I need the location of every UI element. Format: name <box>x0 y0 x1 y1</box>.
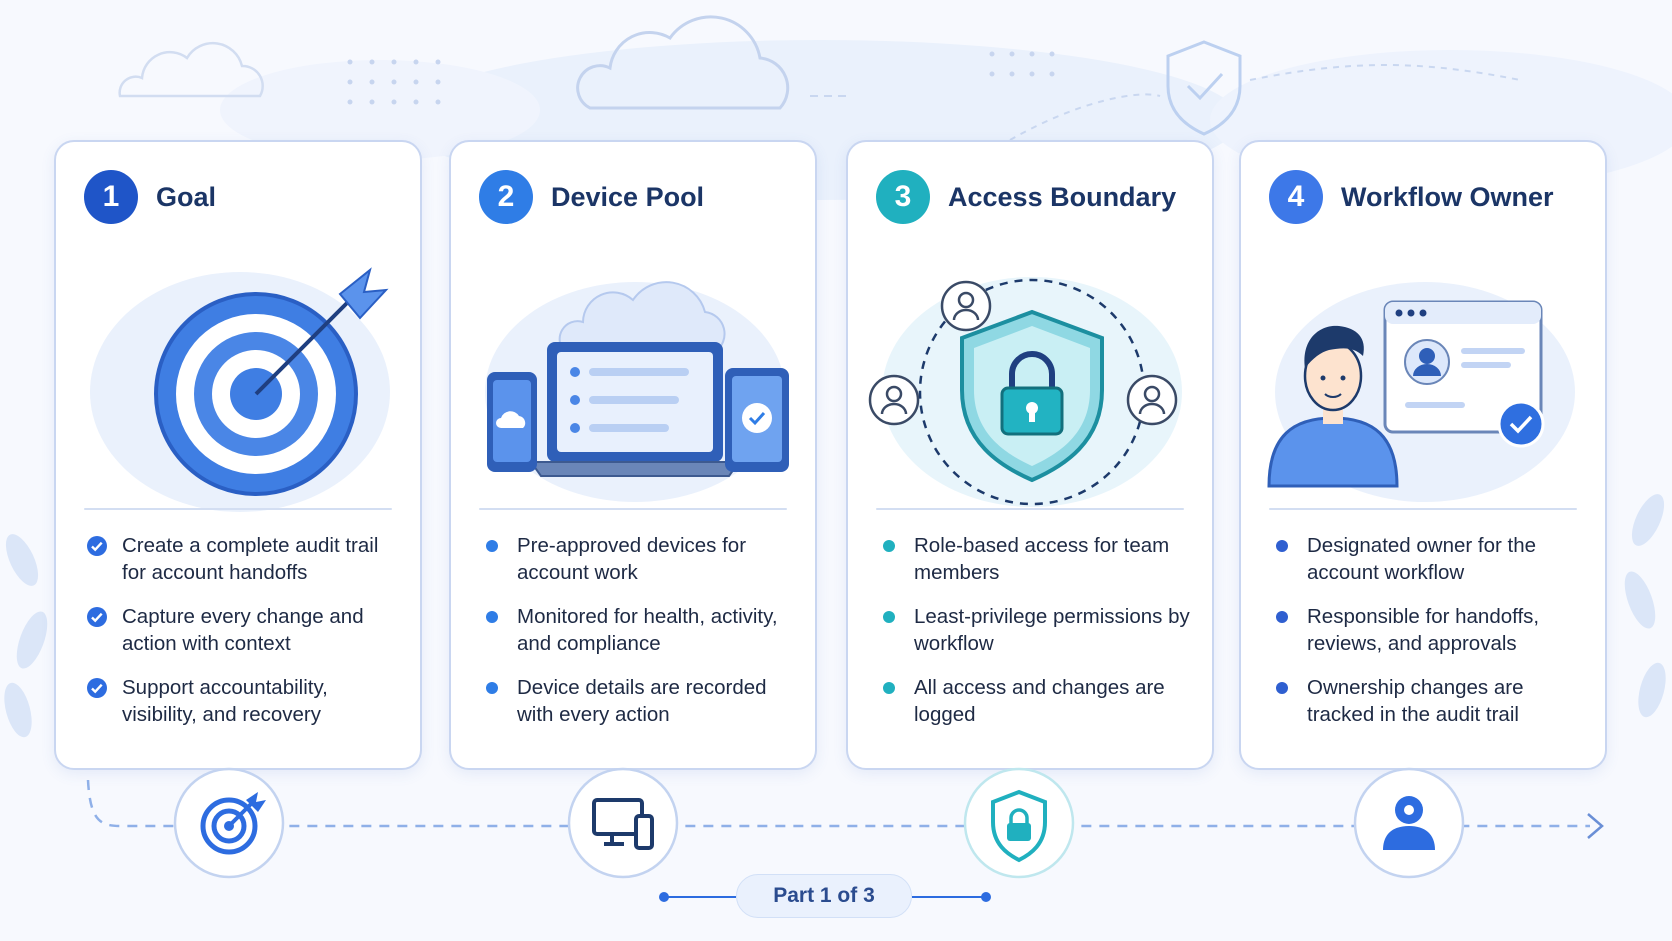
step-card-device-pool: 2 Device Pool Pre-approved devices for a… <box>449 140 817 770</box>
bullet-text: Pre-approved devices for account work <box>517 534 747 584</box>
cloud-icon <box>576 15 790 110</box>
timeline-node-workflow-owner <box>1353 767 1465 879</box>
bullet-dot-icon <box>1271 677 1293 699</box>
check-circle-icon <box>86 606 108 628</box>
target-icon <box>90 267 390 512</box>
devices-icon <box>592 798 654 850</box>
target-icon <box>200 792 266 855</box>
timeline-node-goal <box>173 767 285 879</box>
list-item: Designated owner for the account workflo… <box>1271 532 1591 586</box>
bullet-text: Role-based access for team members <box>914 534 1170 584</box>
user-icon <box>1267 282 1575 502</box>
cloud-icon <box>118 41 264 98</box>
bullet-dot-icon <box>481 535 503 557</box>
bullet-text: Least-privilege permissions by workflow <box>914 605 1190 655</box>
bullet-list: Pre-approved devices for account work Mo… <box>481 532 801 745</box>
step-number-badge: 4 <box>1269 170 1323 224</box>
bullet-text: Responsible for handoffs, reviews, and a… <box>1307 605 1540 655</box>
step-title: Workflow Owner <box>1341 181 1554 212</box>
bullet-dot-icon <box>878 677 900 699</box>
bullet-list: Role-based access for team members Least… <box>878 532 1198 745</box>
step-card-workflow-owner: 4 Workflow Owner Designated owner for th… <box>1239 140 1607 770</box>
list-item: Capture every change and action with con… <box>86 603 406 657</box>
check-circle-icon <box>86 535 108 557</box>
part-indicator-line <box>659 892 991 902</box>
list-item: Responsible for handoffs, reviews, and a… <box>1271 603 1591 657</box>
list-item: Create a complete audit trail for accoun… <box>86 532 406 586</box>
bullet-dot-icon <box>1271 606 1293 628</box>
devices-icon <box>485 281 789 502</box>
list-item: Device details are recorded with every a… <box>481 674 801 728</box>
bullet-dot-icon <box>1271 535 1293 557</box>
user-icon <box>1383 796 1435 850</box>
card-divider <box>1269 508 1577 510</box>
bullet-text: All access and changes are logged <box>914 676 1165 726</box>
arrow-right-icon <box>1587 813 1604 839</box>
part-indicator: Part 1 of 3 <box>736 874 912 918</box>
list-item: Pre-approved devices for account work <box>481 532 801 586</box>
bullet-dot-icon <box>878 535 900 557</box>
list-item: Support accountability, visibility, and … <box>86 674 406 728</box>
card-header: 2 Device Pool <box>479 170 704 224</box>
list-item: Role-based access for team members <box>878 532 1198 586</box>
bullet-text: Designated owner for the account workflo… <box>1307 534 1537 584</box>
card-header: 1 Goal <box>84 170 216 224</box>
step-number-badge: 1 <box>84 170 138 224</box>
bullet-text: Device details are recorded with every a… <box>517 676 767 726</box>
step-number-badge: 2 <box>479 170 533 224</box>
timeline-path <box>86 779 1590 828</box>
bullet-text: Ownership changes are tracked in the aud… <box>1307 676 1524 726</box>
step-title: Access Boundary <box>948 181 1177 212</box>
bullet-dot-icon <box>481 606 503 628</box>
bullet-dot-icon <box>481 677 503 699</box>
step-number-badge: 3 <box>876 170 930 224</box>
list-item: All access and changes are logged <box>878 674 1198 728</box>
list-item: Monitored for health, activity, and comp… <box>481 603 801 657</box>
step-title: Goal <box>156 181 217 212</box>
card-divider <box>479 508 787 510</box>
card-divider <box>876 508 1184 510</box>
card-header: 4 Workflow Owner <box>1269 170 1554 224</box>
bullet-list: Create a complete audit trail for accoun… <box>86 532 406 745</box>
check-circle-icon <box>86 677 108 699</box>
step-card-goal: 1 Goal Create a complete audit trail for… <box>54 140 422 770</box>
bullet-dot-icon <box>878 606 900 628</box>
timeline-node-access-boundary <box>963 767 1075 879</box>
bullet-list: Designated owner for the account workflo… <box>1271 532 1591 745</box>
step-title: Device Pool <box>551 181 705 212</box>
bullet-text: Capture every change and action with con… <box>122 605 364 655</box>
bullet-text: Support accountability, visibility, and … <box>122 676 328 726</box>
shield-lock-icon <box>991 789 1047 863</box>
list-item: Least-privilege permissions by workflow <box>878 603 1198 657</box>
card-divider <box>84 508 392 510</box>
step-card-access-boundary: 3 Access Boundary Role-based access for … <box>846 140 1214 770</box>
shield-check-icon <box>1166 40 1242 136</box>
card-header: 3 Access Boundary <box>876 170 1176 224</box>
bullet-text: Monitored for health, activity, and comp… <box>517 605 778 655</box>
timeline <box>86 767 1604 902</box>
timeline-node-device-pool <box>567 767 679 879</box>
shield-lock-icon <box>868 277 1182 507</box>
list-item: Ownership changes are tracked in the aud… <box>1271 674 1591 728</box>
bullet-text: Create a complete audit trail for accoun… <box>122 534 379 584</box>
